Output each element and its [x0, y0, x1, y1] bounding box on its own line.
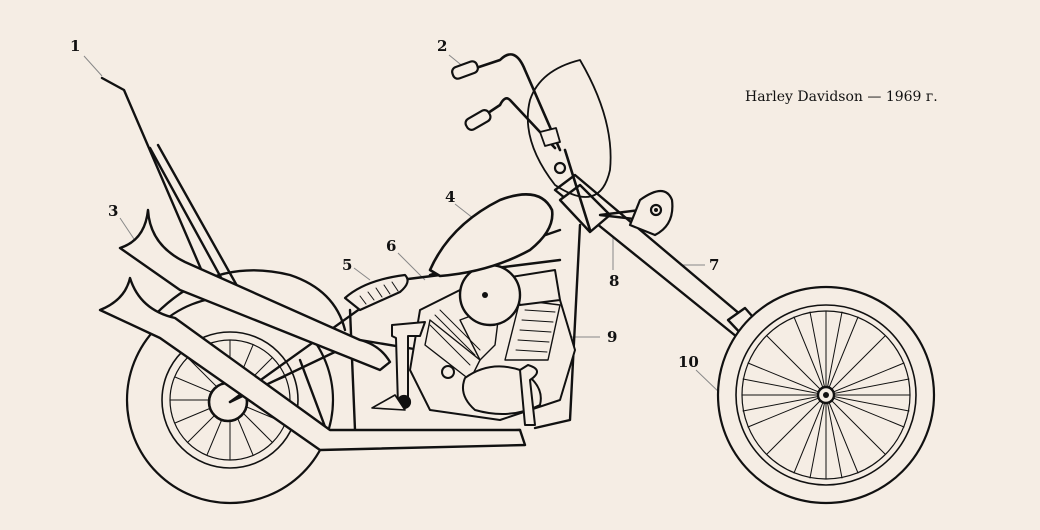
callout-6: 6	[386, 237, 397, 255]
callout-4: 4	[445, 188, 456, 206]
front-wheel	[716, 285, 936, 505]
callout-2: 2	[437, 37, 448, 55]
air-cleaner	[458, 263, 522, 327]
callout-7: 7	[709, 256, 720, 274]
callout-5: 5	[342, 256, 353, 274]
fuel-tank	[428, 193, 554, 278]
seat	[343, 273, 409, 312]
headlight	[628, 189, 674, 237]
callout-10: 10	[678, 353, 699, 371]
callout-8: 8	[609, 272, 620, 290]
callout-9: 9	[607, 328, 618, 346]
callout-3: 3	[108, 202, 119, 220]
handlebars	[453, 53, 612, 232]
exhaust-pipes	[98, 208, 527, 452]
diagram-caption: Harley Davidson — 1969 г.	[745, 89, 938, 105]
callout-1: 1	[70, 37, 81, 55]
